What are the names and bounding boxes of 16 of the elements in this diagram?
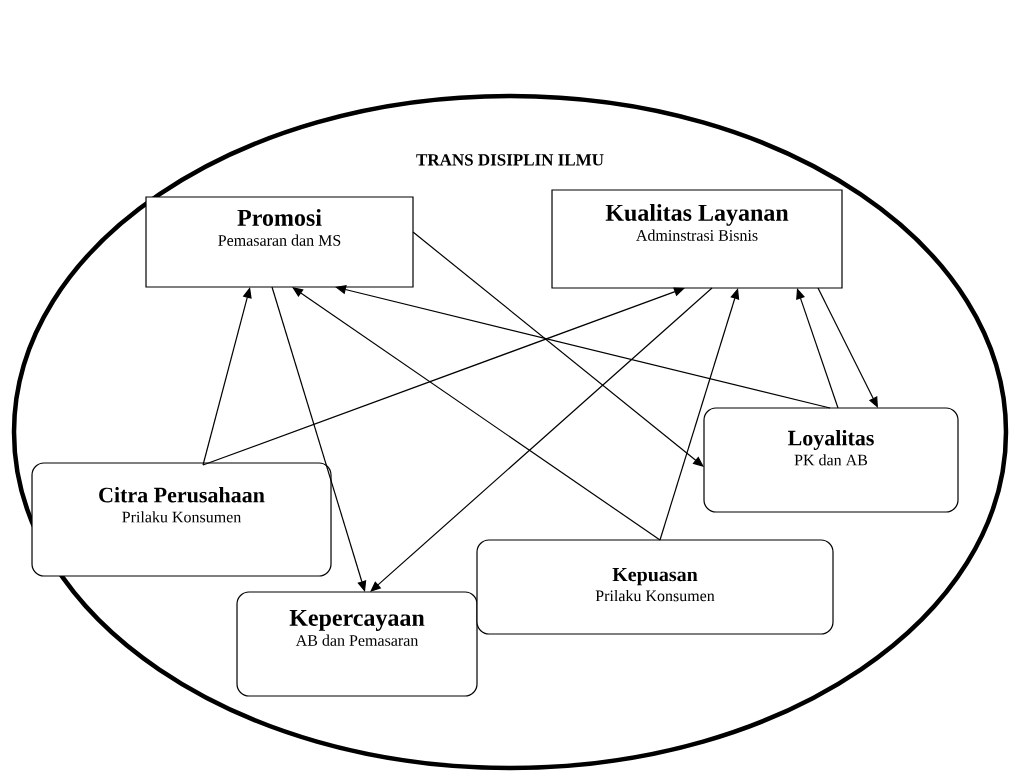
arrow bbox=[817, 287, 878, 408]
arrow bbox=[796, 288, 839, 409]
arrow bbox=[335, 285, 831, 409]
concept-box: Promosi Pemasaran dan MS bbox=[145, 196, 414, 288]
arrow bbox=[202, 287, 685, 466]
arrow bbox=[271, 286, 367, 592]
arrow bbox=[412, 231, 704, 467]
concept-box: Loyalitas PK dan AB bbox=[703, 407, 959, 513]
concept-box: Kepercayaan AB dan Pemasaran bbox=[236, 591, 478, 697]
arrow bbox=[292, 287, 661, 541]
arrow bbox=[202, 287, 252, 466]
arrow bbox=[370, 287, 713, 592]
concept-box: Kualitas Layanan Adminstrasi Bisnis bbox=[551, 189, 843, 289]
concept-box: Citra Perusahaan Prilaku Konsumen bbox=[31, 462, 332, 577]
concept-box: Kepuasan Prilaku Konsumen bbox=[476, 539, 834, 635]
arrow bbox=[659, 288, 740, 541]
